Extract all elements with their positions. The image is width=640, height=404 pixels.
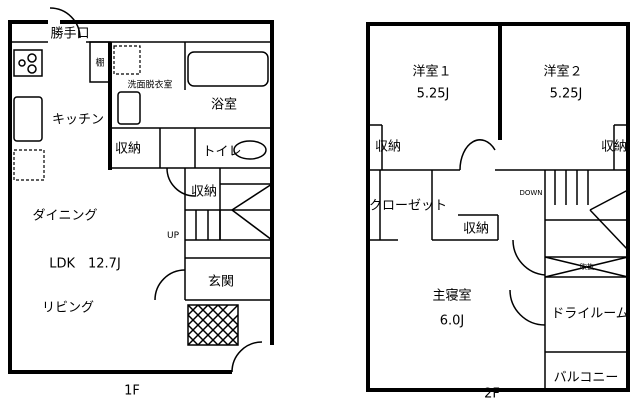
room-western2-size: 5.25J [549, 86, 583, 102]
entrance-tile [187, 304, 239, 346]
stairs-down-label: DOWN [519, 189, 543, 197]
room-living: リビング [41, 300, 95, 316]
room-bathroom: 浴室 [210, 97, 238, 113]
room-dry-room: ドライルーム [551, 306, 629, 322]
room-storage-right: 収納 [600, 139, 628, 155]
room-kitchen: キッチン [51, 112, 105, 128]
room-western2: 洋室２ [543, 64, 583, 80]
room-ldk: LDK 12.7J [49, 256, 121, 272]
room-storage-center: 収納 [462, 221, 490, 237]
room-master-size: 6.0J [439, 313, 465, 329]
floor1-caption: 1F [124, 383, 140, 399]
room-balcony: バルコニー [553, 370, 619, 386]
room-shelf: 棚 [95, 58, 105, 69]
room-western1-size: 5.25J [416, 86, 450, 102]
room-storage-left: 収納 [374, 139, 402, 155]
stairs-up-label: UP [166, 231, 180, 241]
room-storage-b: 収納 [190, 184, 218, 200]
room-western1: 洋室１ [412, 64, 452, 80]
floor2-walls [366, 22, 630, 392]
room-back-door: 勝手口 [50, 26, 90, 42]
room-closet: クローゼット [368, 198, 448, 214]
stairs-1f [195, 183, 273, 241]
room-dining: ダイニング [32, 208, 98, 224]
room-master: 主寝室 [432, 288, 472, 304]
room-washroom: 洗面脱衣室 [127, 80, 173, 91]
floor1-walls [8, 7, 274, 374]
room-void: 吹抜 [580, 263, 594, 271]
room-storage-a: 収納 [114, 141, 142, 157]
room-entrance: 玄関 [207, 274, 235, 290]
room-toilet: トイレ [202, 144, 242, 160]
floor2-caption: 2F [484, 386, 500, 402]
